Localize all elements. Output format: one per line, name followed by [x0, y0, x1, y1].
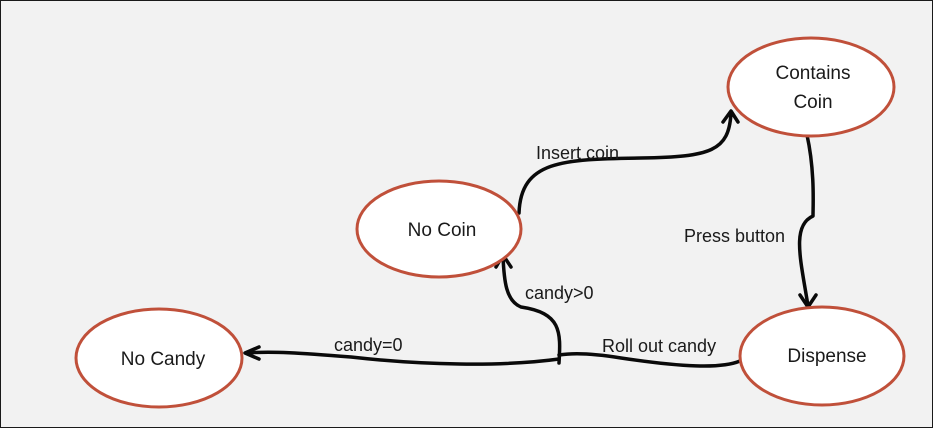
edge-press-button [797, 133, 815, 308]
arrowhead-insert-coin [721, 109, 740, 124]
state-no-coin: No Coin [355, 179, 523, 279]
state-contains-coin: Contains Coin [726, 36, 896, 138]
arrowhead-candy-eq-0 [243, 345, 261, 361]
label-roll-out-candy: Roll out candy [602, 336, 716, 356]
state-contains-coin-label-line1: Contains [776, 63, 851, 84]
state-dispense-shape [738, 305, 906, 407]
state-no-candy-shape [74, 307, 244, 409]
label-insert-coin: Insert coin [536, 143, 619, 163]
state-contains-coin-label-line2: Coin [793, 92, 832, 113]
label-candy-gt-0: candy>0 [525, 283, 594, 303]
edge-candy-gt-0 [501, 254, 562, 365]
label-press-button: Press button [684, 226, 785, 246]
edge-insert-coin [517, 111, 733, 215]
label-candy-eq-0: candy=0 [334, 335, 403, 355]
state-dispense: Dispense [738, 305, 906, 407]
edge-candy-eq-0 [245, 350, 561, 366]
state-no-coin-shape [355, 179, 523, 279]
state-no-coin-label: No Coin [408, 220, 477, 241]
state-no-candy: No Candy [74, 307, 244, 409]
state-contains-coin-shape [726, 36, 896, 138]
state-dispense-label: Dispense [787, 346, 866, 367]
edge-roll-out-candy [557, 352, 742, 368]
state-no-candy-label: No Candy [121, 349, 206, 370]
